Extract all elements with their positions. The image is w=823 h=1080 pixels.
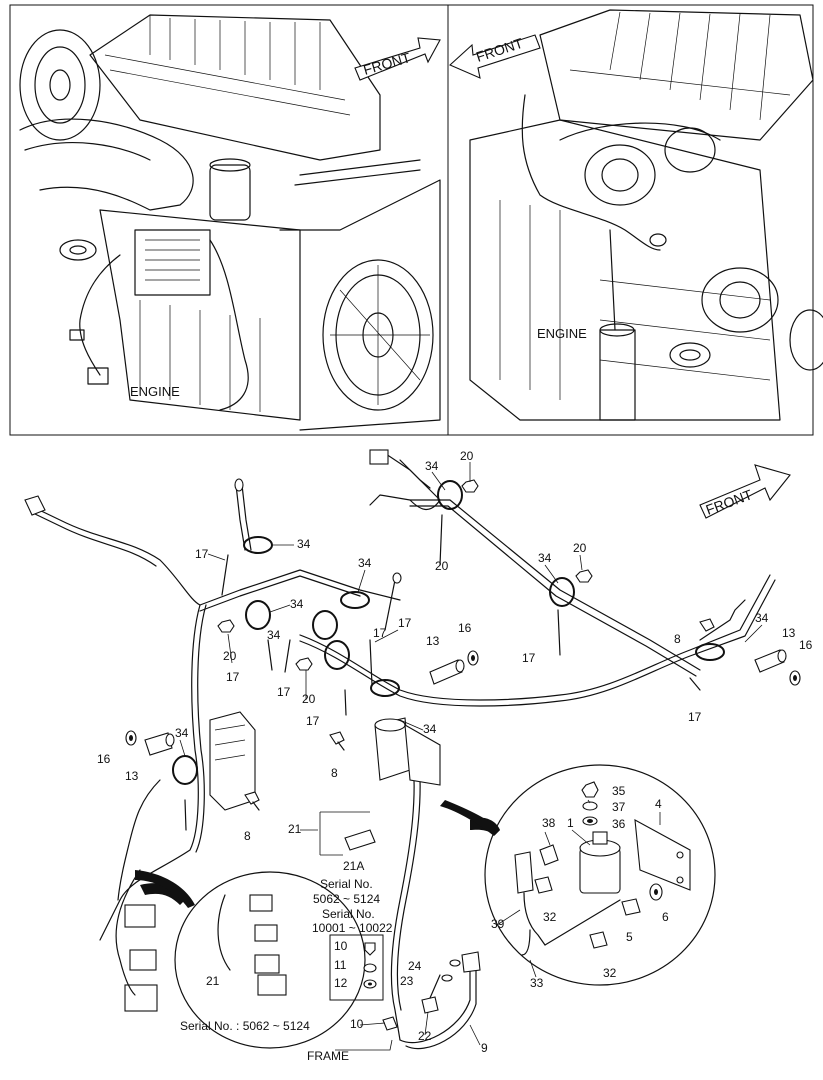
callout: 34 — [423, 722, 437, 736]
callout: 16 — [458, 621, 472, 635]
callout: 17 — [195, 547, 209, 561]
right-engine-illustration — [469, 9, 823, 421]
left-engine-label: ENGINE — [130, 384, 180, 399]
callout: 23 — [400, 974, 414, 988]
serial-parts-box — [329, 934, 384, 1001]
callout: 16 — [799, 638, 813, 652]
callout: 20 — [435, 559, 449, 573]
frame-label: FRAME — [307, 1049, 349, 1063]
callout: 4 — [655, 797, 662, 811]
callout: 34 — [358, 556, 372, 570]
serial-note-line2: 5062 ~ 5124 — [313, 892, 380, 906]
main-harness — [24, 449, 801, 1050]
part-21a — [319, 811, 376, 856]
callout: 34 — [267, 628, 281, 642]
callout: 34 — [290, 597, 304, 611]
left-engine-illustration — [19, 14, 441, 431]
callout: 17 — [277, 685, 291, 699]
callout: 36 — [612, 817, 626, 831]
callout: 17 — [522, 651, 536, 665]
callout: 10 — [334, 939, 348, 953]
callout: 34 — [425, 459, 439, 473]
serial-note-line3: Serial No. — [322, 907, 375, 921]
relay-13-a — [429, 659, 465, 685]
relay-13-c — [144, 732, 175, 756]
right-engine-label: ENGINE — [537, 326, 587, 341]
top-panels-frame — [9, 4, 814, 436]
callout: 21 — [288, 822, 302, 836]
svg-text:FRONT: FRONT — [704, 486, 755, 518]
callout: 10 — [350, 1017, 364, 1031]
callout: 34 — [538, 551, 552, 565]
callout: 21 — [206, 974, 220, 988]
callout: 17 — [373, 626, 387, 640]
callout: 35 — [612, 784, 626, 798]
callout: 17 — [398, 616, 412, 630]
callout: 5 — [626, 930, 633, 944]
callout: 12 — [334, 976, 348, 990]
callout: 32 — [543, 910, 557, 924]
callout: 8 — [244, 829, 251, 843]
callout: 34 — [755, 611, 769, 625]
callout: 20 — [573, 541, 587, 555]
parts-22-23-24 — [382, 959, 461, 1031]
callout: 20 — [223, 649, 237, 663]
callout: 6 — [662, 910, 669, 924]
leader-lines — [179, 462, 763, 1046]
callout: 32 — [603, 966, 617, 980]
serial-note-line4: 10001 ~ 10022 — [312, 921, 393, 935]
callout: 8 — [331, 766, 338, 780]
relay-13-b — [754, 649, 787, 673]
callout: 34 — [297, 537, 311, 551]
callout: 8 — [674, 632, 681, 646]
callout: 34 — [175, 726, 189, 740]
serial-note-line1: Serial No. — [320, 877, 373, 891]
callout: 38 — [542, 816, 556, 830]
left-front-arrow: FRONT — [354, 37, 441, 81]
main-front-arrow: FRONT — [699, 464, 791, 519]
callout: 17 — [688, 710, 702, 724]
callout: 13 — [125, 769, 139, 783]
svg-text:FRONT: FRONT — [361, 49, 412, 78]
callout: 22 — [418, 1029, 432, 1043]
frame-leader — [335, 1039, 393, 1051]
callout: 17 — [226, 670, 240, 684]
callout: 13 — [426, 634, 440, 648]
callout: 13 — [782, 626, 796, 640]
callout: 37 — [612, 800, 626, 814]
callout: 24 — [408, 959, 422, 973]
callout-labels: 20 34 34 20 17 34 34 20 34 17 34 17 13 1… — [97, 449, 813, 1055]
callout: 21A — [343, 859, 364, 873]
callout: 9 — [481, 1041, 488, 1055]
callout: 20 — [460, 449, 474, 463]
callout: 16 — [97, 752, 111, 766]
connector-detail-inset — [135, 870, 366, 1049]
callout: 17 — [306, 714, 320, 728]
callout: 1 — [567, 816, 574, 830]
callout: 11 — [334, 958, 347, 972]
right-front-arrow: FRONT — [448, 34, 541, 79]
callout: 33 — [530, 976, 544, 990]
relay-detail-inset — [440, 764, 716, 986]
serial-note-bottom: Serial No. : 5062 ~ 5124 — [180, 1019, 310, 1033]
callout: 20 — [302, 692, 316, 706]
